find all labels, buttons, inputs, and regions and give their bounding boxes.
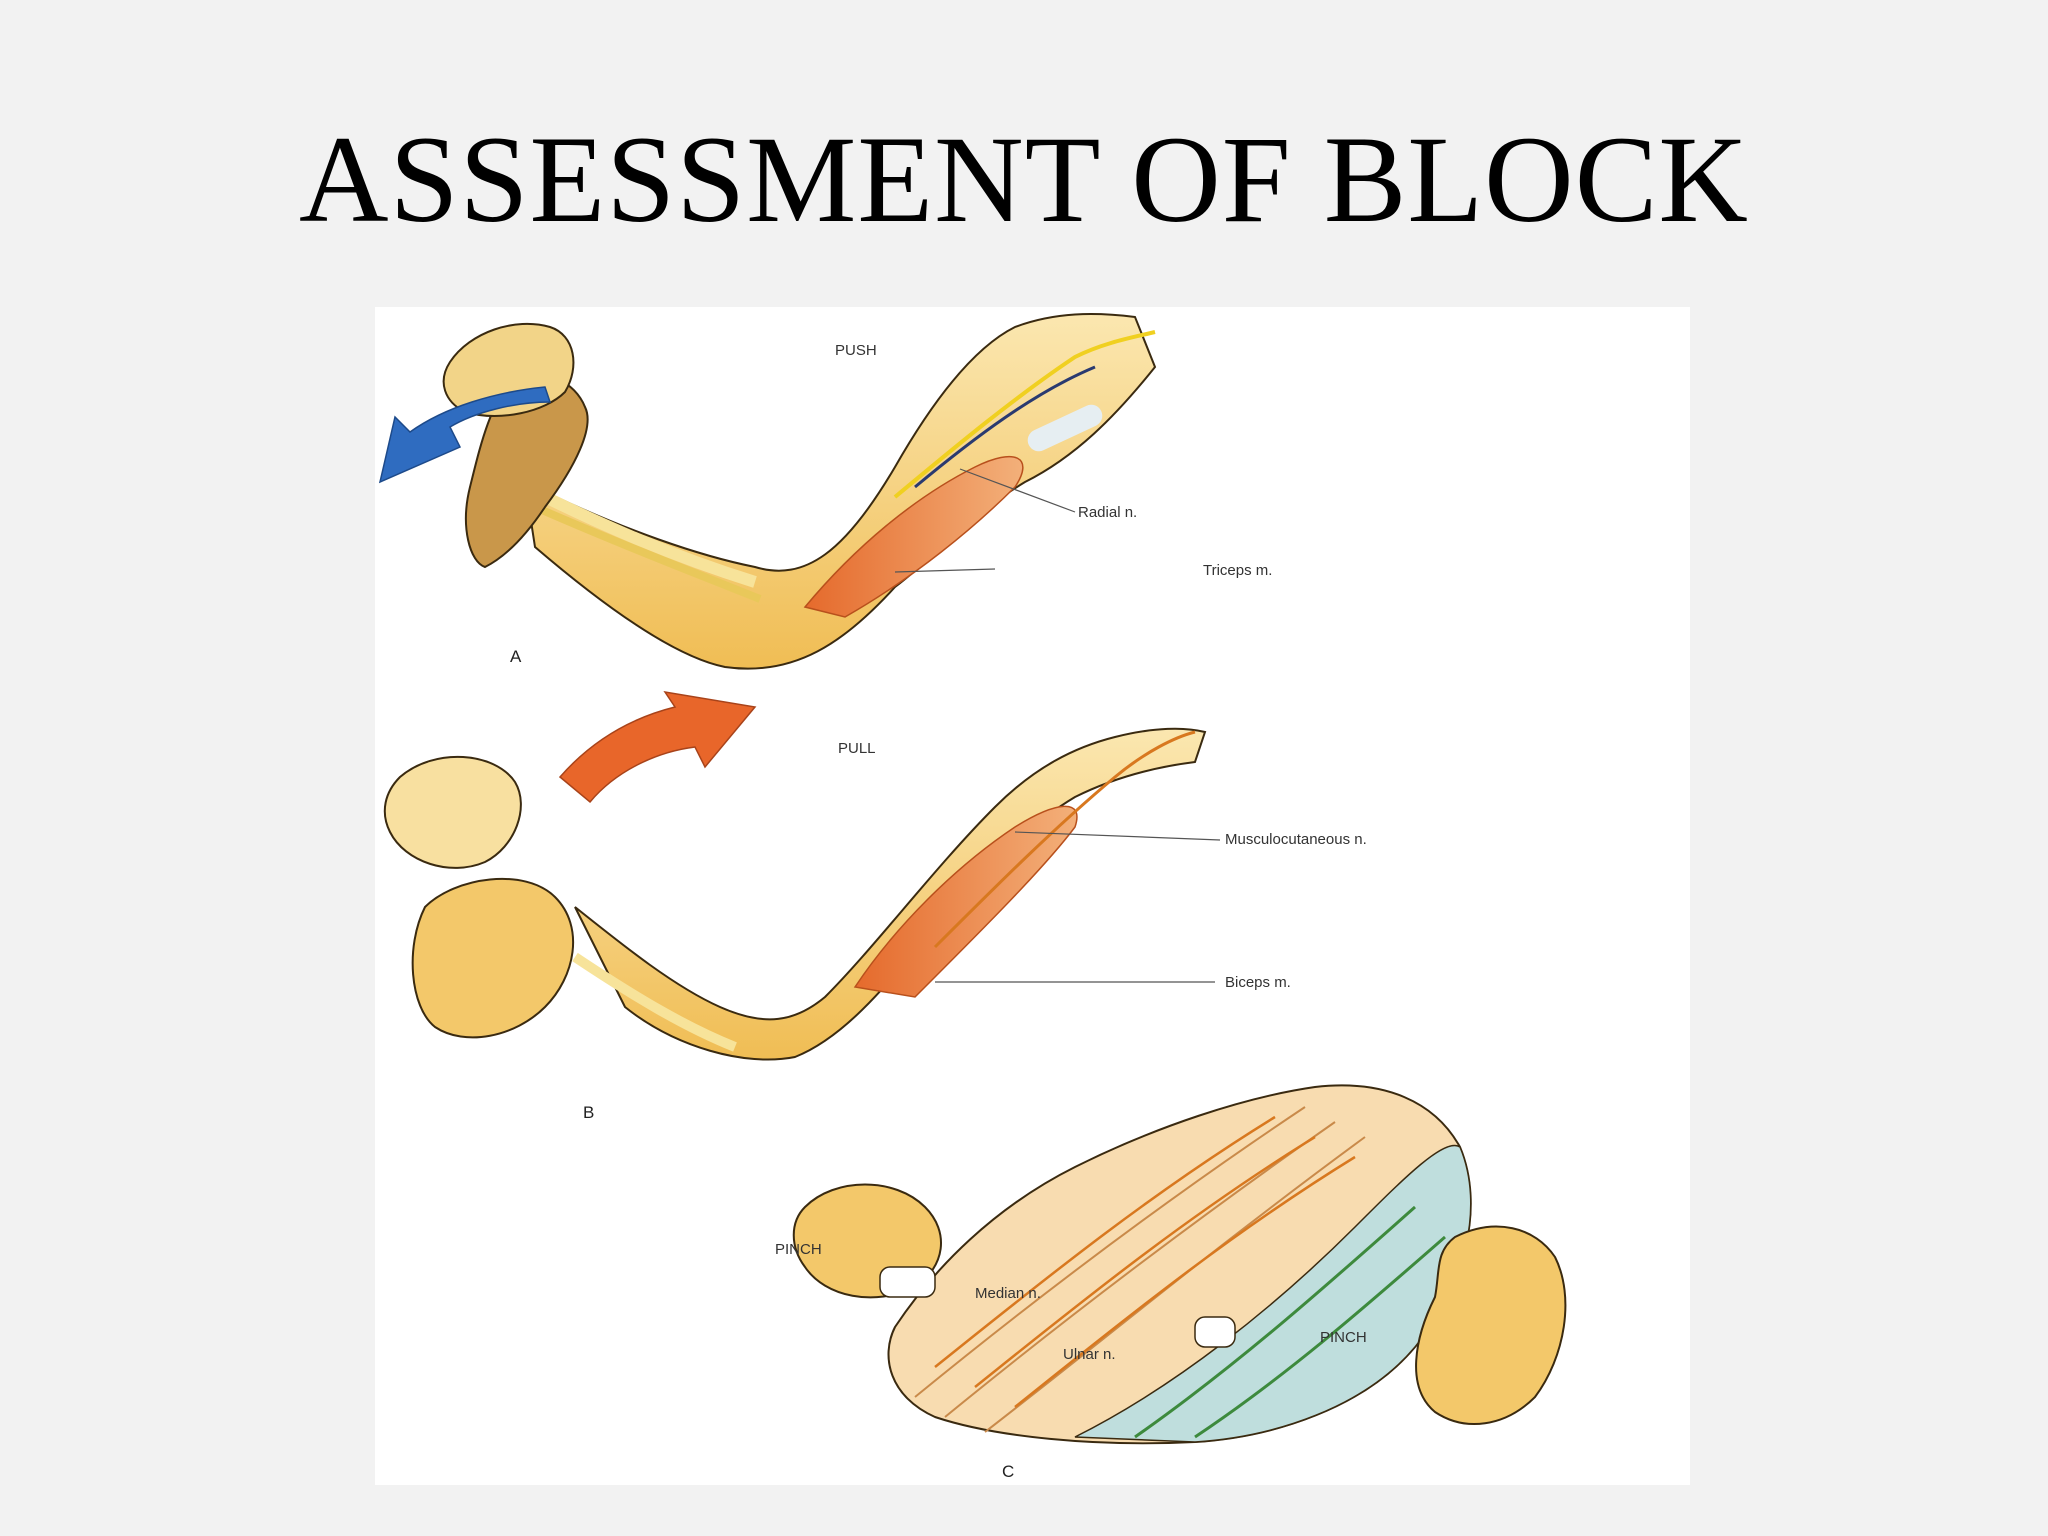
push-label: PUSH <box>835 342 877 359</box>
push-arrow <box>378 386 552 484</box>
humerus-head-a <box>1027 404 1103 452</box>
pinch-label-left: PINCH <box>775 1241 822 1258</box>
radial-nerve-label: Radial n. <box>1078 504 1137 521</box>
pinch-label-right: PINCH <box>1320 1329 1367 1346</box>
thumbnail-right <box>1194 1316 1236 1348</box>
panel-b: PULL Musculocutaneous n. Biceps m. B <box>383 690 1367 1122</box>
median-nerve <box>934 1115 1356 1408</box>
forearm-bones-a <box>522 481 757 588</box>
ulnar-nerve <box>1134 1205 1446 1439</box>
finger-line-2 <box>944 1121 1336 1418</box>
panel-c-letter: C <box>1002 1462 1014 1481</box>
panel-a-letter: A <box>510 647 522 666</box>
musculocutaneous-label: Musculocutaneous n. <box>1225 831 1367 848</box>
patient-fist-b <box>383 756 522 869</box>
panel-a: PUSH Radial n. Triceps m. A <box>378 313 1272 670</box>
panel-c: PINCH Median n. PINCH Ulnar n. C <box>775 1084 1567 1481</box>
forearm-bone-2-a <box>533 503 762 603</box>
musculocutaneous-nerve <box>933 730 1196 949</box>
leader-radial <box>959 468 1076 513</box>
panel-b-letter: B <box>583 1103 594 1122</box>
examiner-hand-a <box>464 372 589 569</box>
median-nerve-label: Median n. <box>975 1285 1041 1302</box>
pull-label: PULL <box>838 740 876 757</box>
pull-arrow <box>558 690 757 804</box>
forearm-bones-b <box>572 952 737 1052</box>
biceps-label: Biceps m. <box>1225 974 1291 991</box>
pinch-fingers-right <box>1415 1225 1567 1425</box>
anatomy-figure: PUSH Radial n. Triceps m. A PULL Musculo… <box>375 307 1690 1485</box>
triceps-label: Triceps m. <box>1203 562 1272 579</box>
examiner-hand-b <box>411 877 575 1039</box>
nerve-branch-a <box>914 365 1096 489</box>
leader-musculocutaneous <box>1014 831 1221 841</box>
thumbnail-left <box>879 1266 936 1298</box>
anatomy-illustration: PUSH Radial n. Triceps m. A PULL Musculo… <box>378 313 1567 1481</box>
radial-nerve <box>893 330 1156 499</box>
slide-title: ASSESSMENT OF BLOCK <box>299 111 1749 248</box>
finger-line-1 <box>914 1106 1306 1398</box>
arm-a-outline <box>523 313 1157 670</box>
ulnar-nerve-label: Ulnar n. <box>1063 1346 1116 1363</box>
leader-triceps <box>894 568 996 573</box>
biceps-muscle <box>853 805 1078 998</box>
ulnar-zone <box>1072 1144 1472 1443</box>
triceps-muscle <box>803 455 1024 618</box>
